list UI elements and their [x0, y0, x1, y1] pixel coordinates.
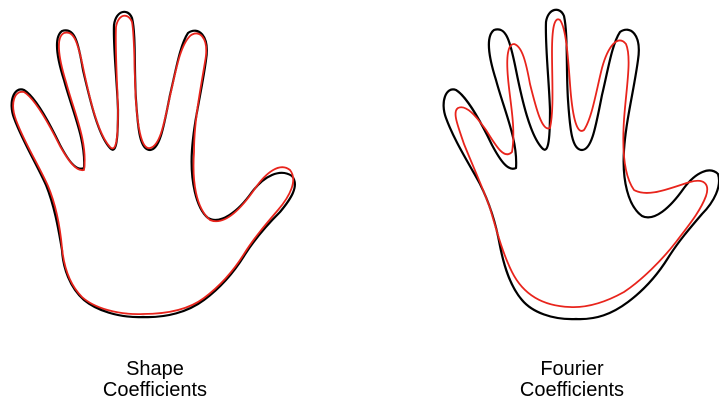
hand-fit-red [456, 19, 708, 307]
hand-fit-red [13, 16, 293, 314]
shape-coefficients-caption: Shape Coefficients [55, 359, 255, 401]
caption-line-2: Coefficients [55, 380, 255, 401]
fourier-coefficients-panel [430, 0, 719, 330]
hand-outline-black [444, 10, 719, 319]
shape-coefficients-figure [0, 0, 310, 330]
hand-outline-black [12, 12, 295, 317]
fourier-coefficients-caption: Fourier Coefficients [472, 359, 672, 401]
caption-line-1: Shape [55, 359, 255, 380]
fourier-coefficients-figure [430, 0, 719, 330]
shape-coefficients-panel [0, 0, 310, 330]
caption-line-2: Coefficients [472, 380, 672, 401]
caption-line-1: Fourier [472, 359, 672, 380]
